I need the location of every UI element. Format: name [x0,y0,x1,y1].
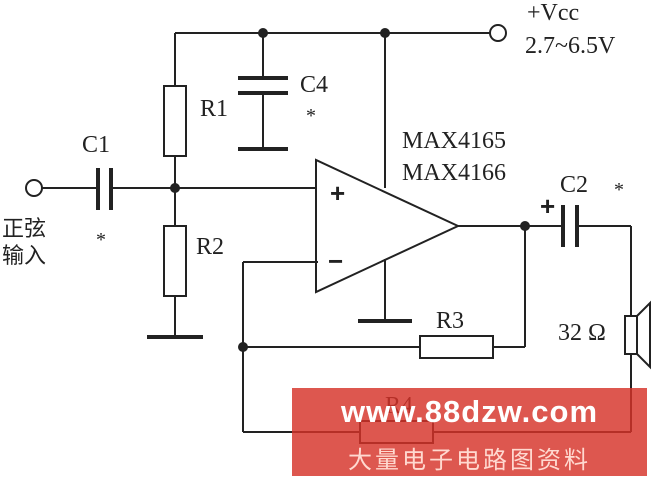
vcc-label: +Vcc [527,0,579,26]
capacitor-c4 [238,33,288,151]
inverting-pin-label: − [328,246,343,276]
c2-label: C2 [560,172,588,198]
watermark-url: www.88dzw.com [340,394,599,429]
c1-note-mark: * [96,229,106,251]
chip-name-1: MAX4165 [402,128,506,154]
noninverting-pin-label: + [330,178,345,208]
resistor-r1 [163,85,187,188]
r2-label: R2 [196,234,224,260]
supply-rail [174,24,507,188]
resistor-r2 [147,188,203,339]
c1-label: C1 [82,132,110,158]
speaker-impedance-label: 32 Ω [558,320,606,346]
chip-name-2: MAX4166 [402,160,506,186]
voltage-range-label: 2.7~6.5V [525,33,616,59]
input-terminal [25,179,43,197]
op-amp [315,158,461,323]
c2-note-mark: * [614,179,624,201]
resistor-r3 [419,335,494,359]
input-label-line1: 正弦 [2,217,46,242]
c4-label: C4 [300,72,328,98]
watermark-banner: www.88dzw.com 大量电子电路图资料 [292,388,647,476]
input-network [25,168,318,210]
vcc-terminal [489,24,507,42]
output-network [458,205,651,432]
speaker [624,300,651,370]
c2-polarity-label: + [540,191,555,221]
input-label-line2: 输入 [2,244,46,269]
c4-note-mark: * [306,105,316,127]
r3-label: R3 [436,308,464,334]
r1-label: R1 [200,96,228,122]
watermark-subtitle: 大量电子电路图资料 [348,446,591,474]
